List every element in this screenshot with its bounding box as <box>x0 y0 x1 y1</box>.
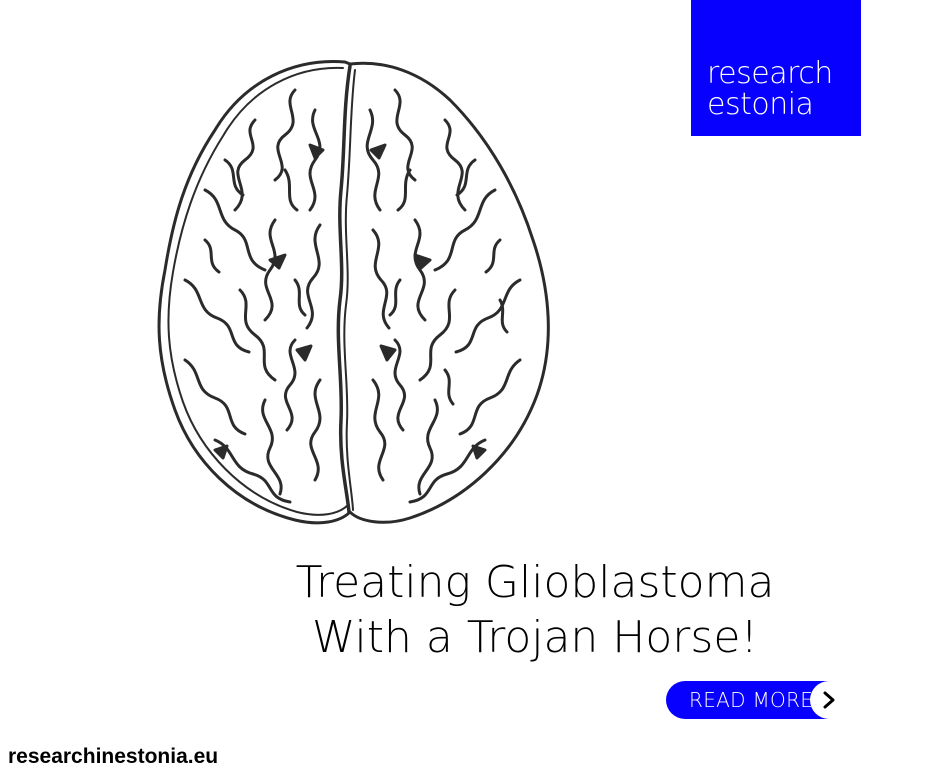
site-url: researchinestonia.eu <box>8 745 219 768</box>
chevron-right-icon <box>810 681 848 719</box>
read-more-button[interactable]: READ MORE <box>666 681 848 719</box>
headline-line-1: Treating Glioblastoma <box>295 557 775 608</box>
headline: Treating Glioblastoma With a Trojan Hors… <box>260 555 810 665</box>
brain-icon <box>157 60 550 525</box>
research-estonia-logo: research estonia <box>691 0 861 136</box>
logo-line-1: research <box>707 56 833 91</box>
headline-line-2: With a Trojan Horse! <box>311 612 759 663</box>
logo-line-2: estonia <box>707 87 814 122</box>
read-more-label: READ MORE <box>689 688 814 712</box>
